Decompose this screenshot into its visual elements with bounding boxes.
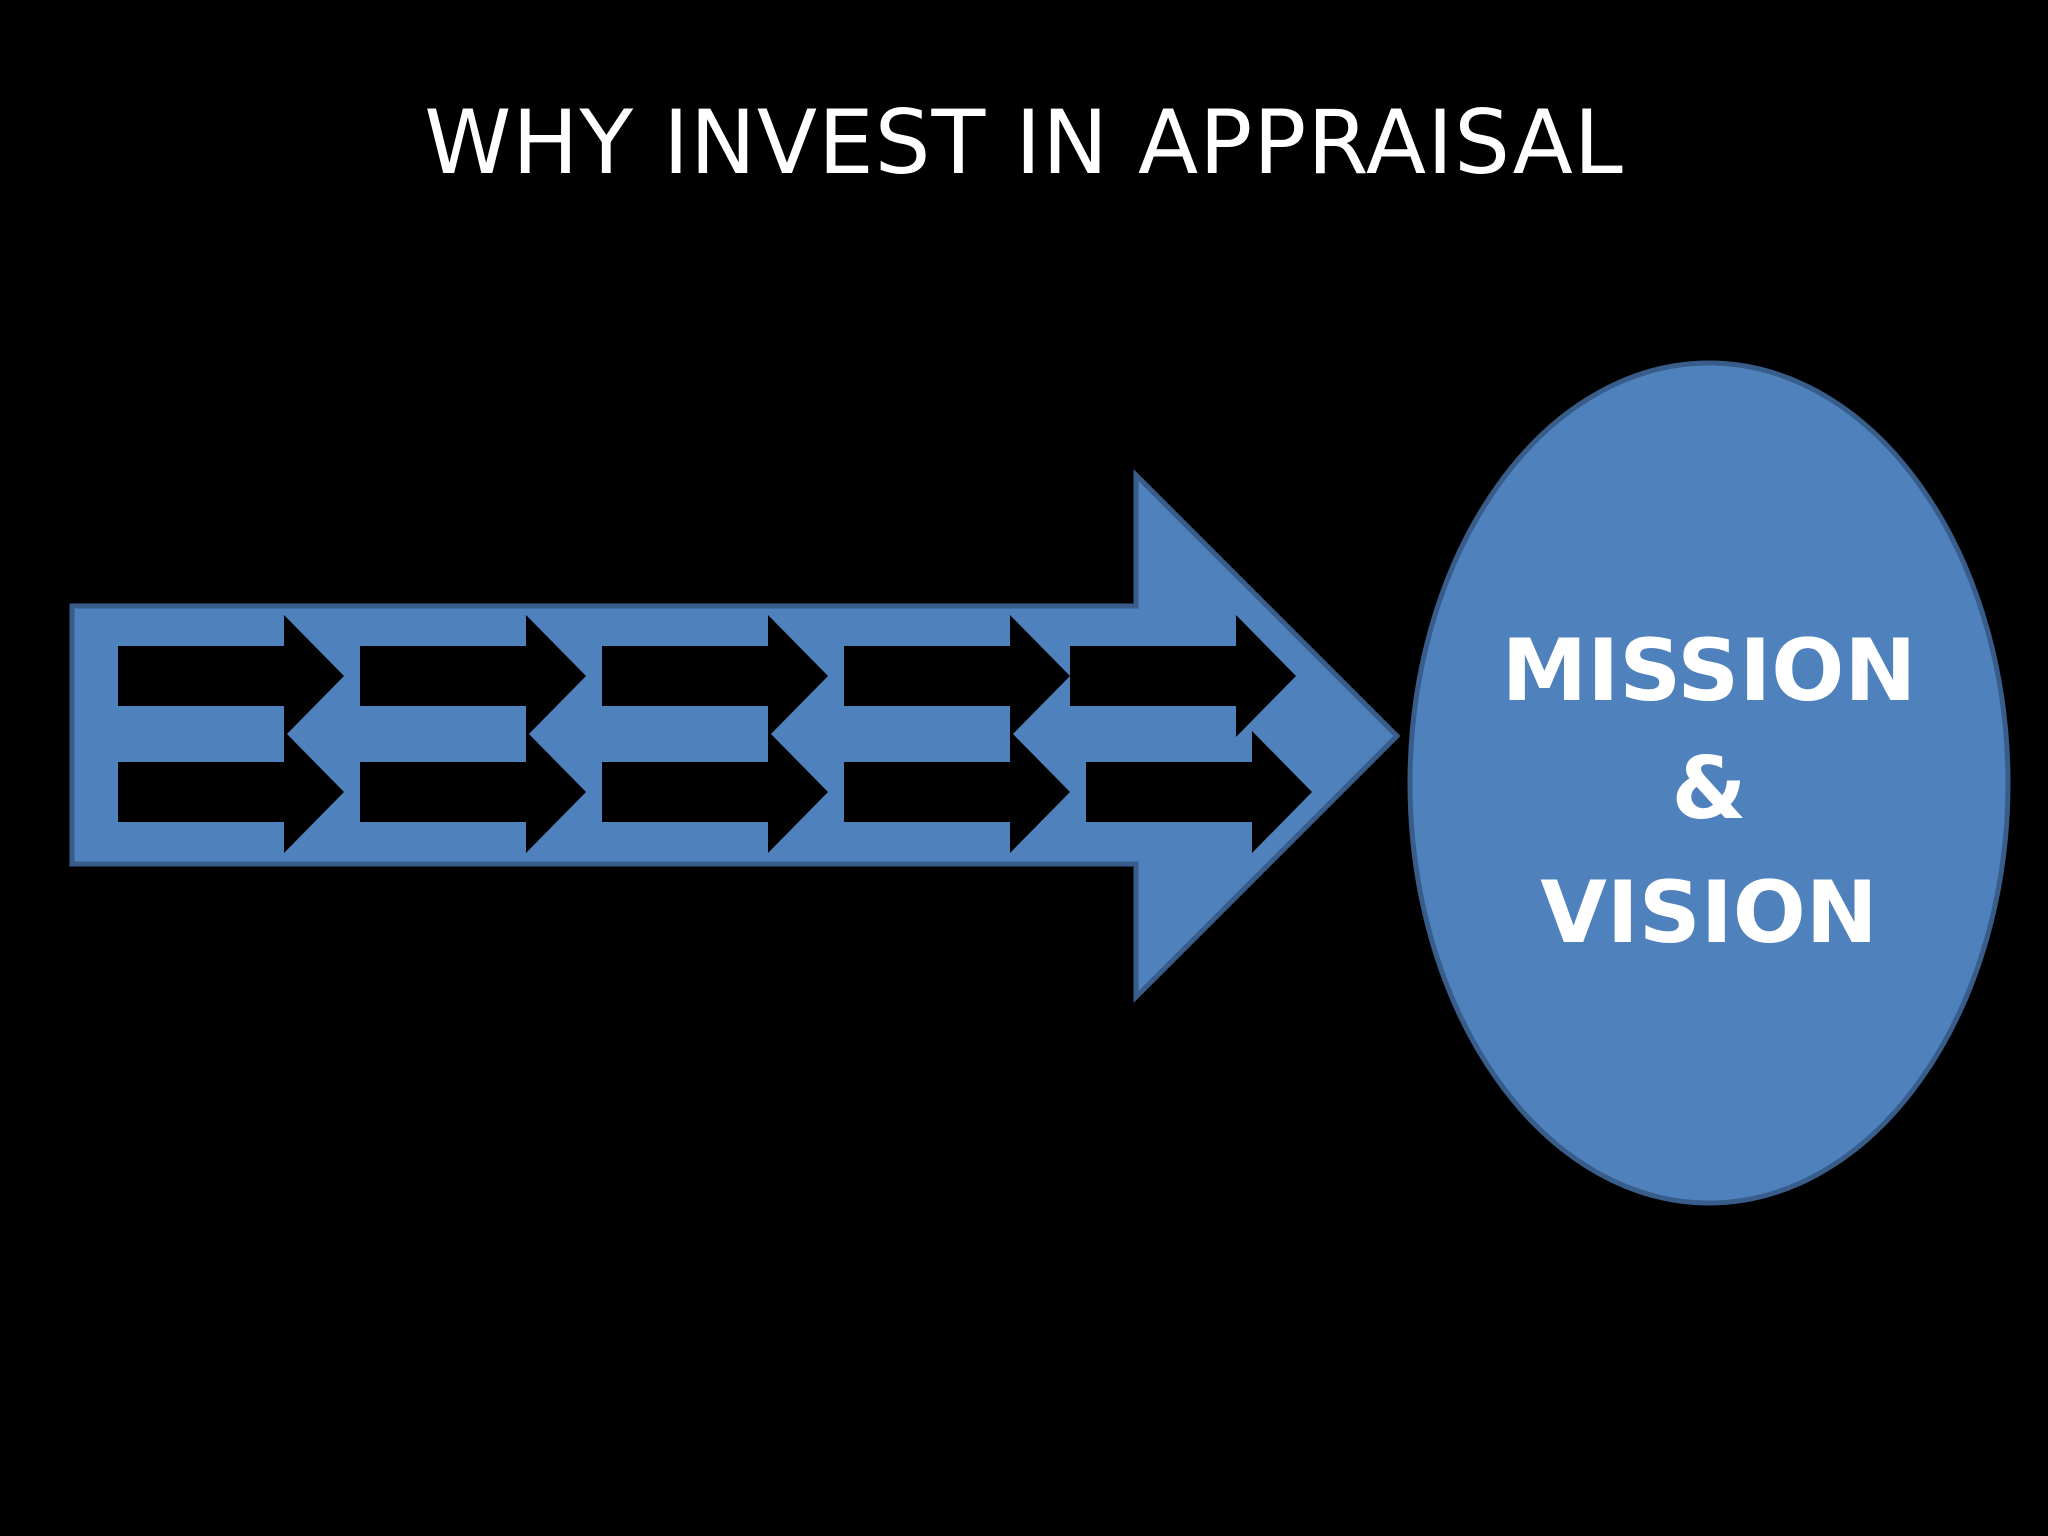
inner-arrow-row2-5 (1086, 731, 1312, 853)
goal-label-vision: VISION (1540, 863, 1878, 963)
goal-ellipse (1407, 360, 2011, 1206)
slide-title: WHY INVEST IN APPRAISAL (424, 91, 1624, 194)
inner-arrow-row1-2 (360, 615, 586, 737)
goal-label-mission: MISSION (1502, 621, 1917, 721)
inner-arrow-row1-4 (844, 615, 1070, 737)
inner-arrow-row2-1 (118, 731, 344, 853)
inner-arrow-row1-3 (602, 615, 828, 737)
big-block-arrow (69, 468, 1401, 1004)
inner-arrow-row2-2 (360, 731, 586, 853)
inner-arrow-row2-3 (602, 731, 828, 853)
inner-arrow-row2-4 (844, 731, 1070, 853)
inner-arrow-row1-1 (118, 615, 344, 737)
goal-label-ampersand: & (1672, 739, 1747, 839)
inner-arrow-row1-5 (1070, 615, 1296, 737)
inner-arrows-group (118, 615, 1312, 853)
